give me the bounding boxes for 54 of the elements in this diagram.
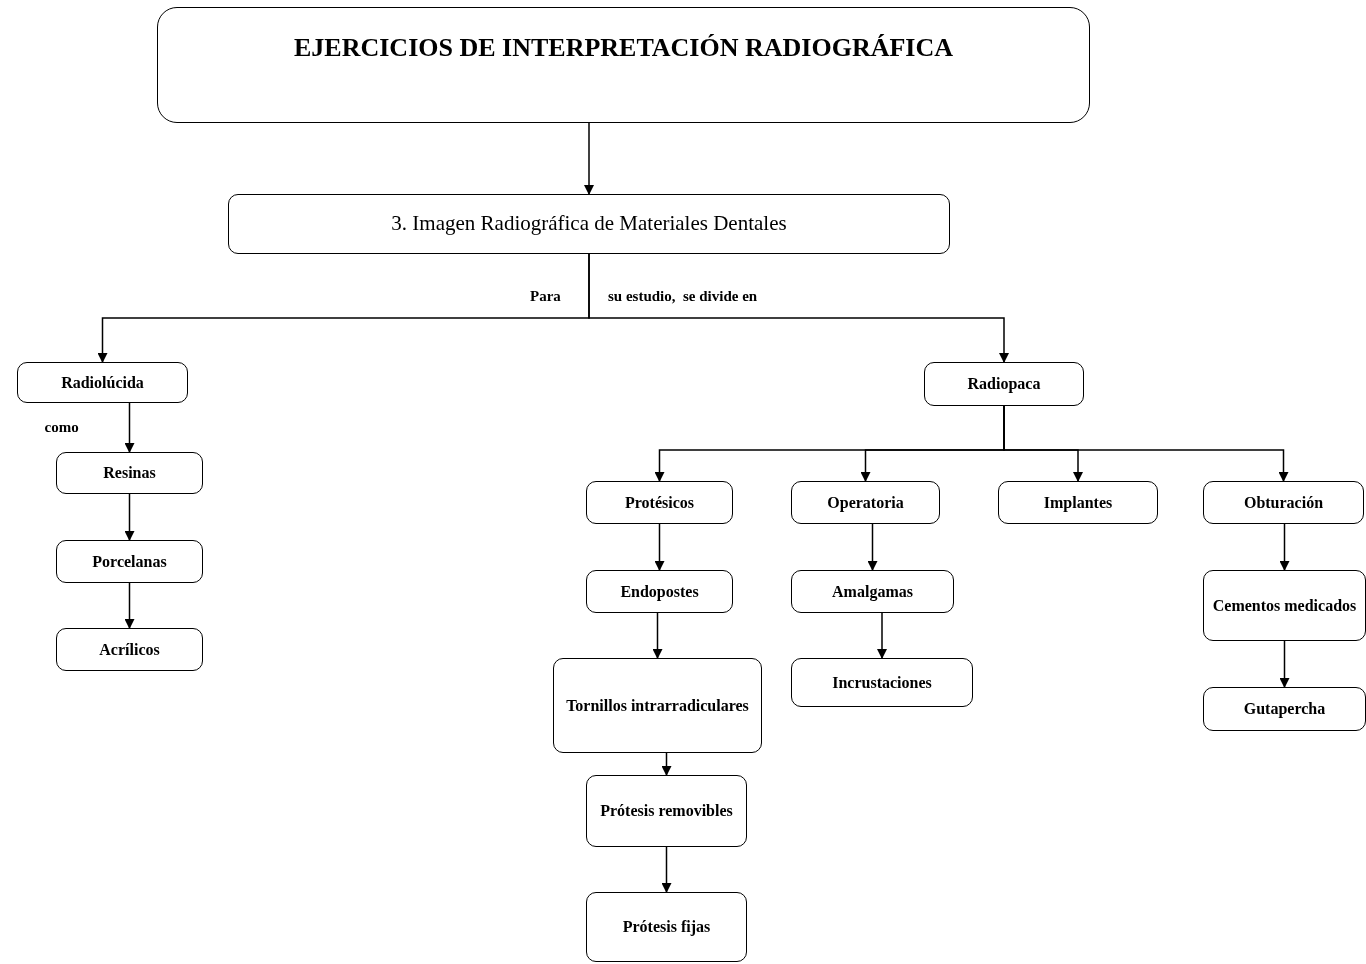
node-text: Radiolúcida [61,372,144,393]
concept-box [586,892,747,962]
arrow [588,253,1009,363]
node-text: Incrustaciones [832,672,932,693]
arrow [1279,640,1290,688]
concept-box [553,658,762,753]
concept-box [586,775,747,847]
node-text: 3. Imagen Radiográfica de Materiales Dentales [391,210,787,238]
arrow [1279,523,1290,571]
node-text: Protésicos [625,492,694,513]
node-text: Porcelanas [92,551,167,572]
node-text: EJERCICIOS DE INTERPRETACIÓN RADIOGRÁFICA [294,32,953,64]
arrow [661,846,672,893]
node-text: Endopostes [620,581,699,603]
concept-box [17,362,188,403]
arrow [124,402,135,453]
concept-box [998,481,1158,524]
arrow [661,752,672,776]
arrow [652,612,663,659]
concept-box [791,481,940,524]
concept-box [157,7,1090,123]
concept-box [924,362,1084,406]
concept-box [56,452,203,494]
concept-box [1203,687,1366,731]
arrow [867,523,878,571]
arrow [124,582,135,629]
concept-box [228,194,950,254]
concept-box [1203,570,1366,641]
arrow [124,493,135,541]
concept-box [586,481,733,524]
node-text: Prótesis fijas [622,917,711,938]
node-text: Cementos medicados [1212,595,1357,616]
arrow [584,122,594,195]
node-text: Obturación [1243,492,1324,513]
node-text: Acrílicos [99,639,160,660]
node-text: Radiopaca [967,374,1041,395]
concept-box [56,628,203,671]
arrow [1003,405,1289,482]
concept-box [791,658,973,707]
connector-note: su estudio, se divide en [608,288,758,305]
concept-box [56,540,203,583]
concept-box [791,570,954,613]
node-text: Implantes [1043,492,1113,514]
arrow [877,612,887,659]
connector-note: Para [530,288,561,305]
concept-box [1203,481,1364,524]
node-text: Operatoria [827,492,904,514]
node-text: Amalgamas [832,581,913,603]
node-text: Prótesis removibles [600,801,733,821]
concept-box [586,570,733,613]
arrow [654,523,665,571]
node-text: Tornillos intrarradiculares [566,695,749,716]
node-text: Gutapercha [1243,699,1326,720]
node-text: Resinas [103,463,156,483]
